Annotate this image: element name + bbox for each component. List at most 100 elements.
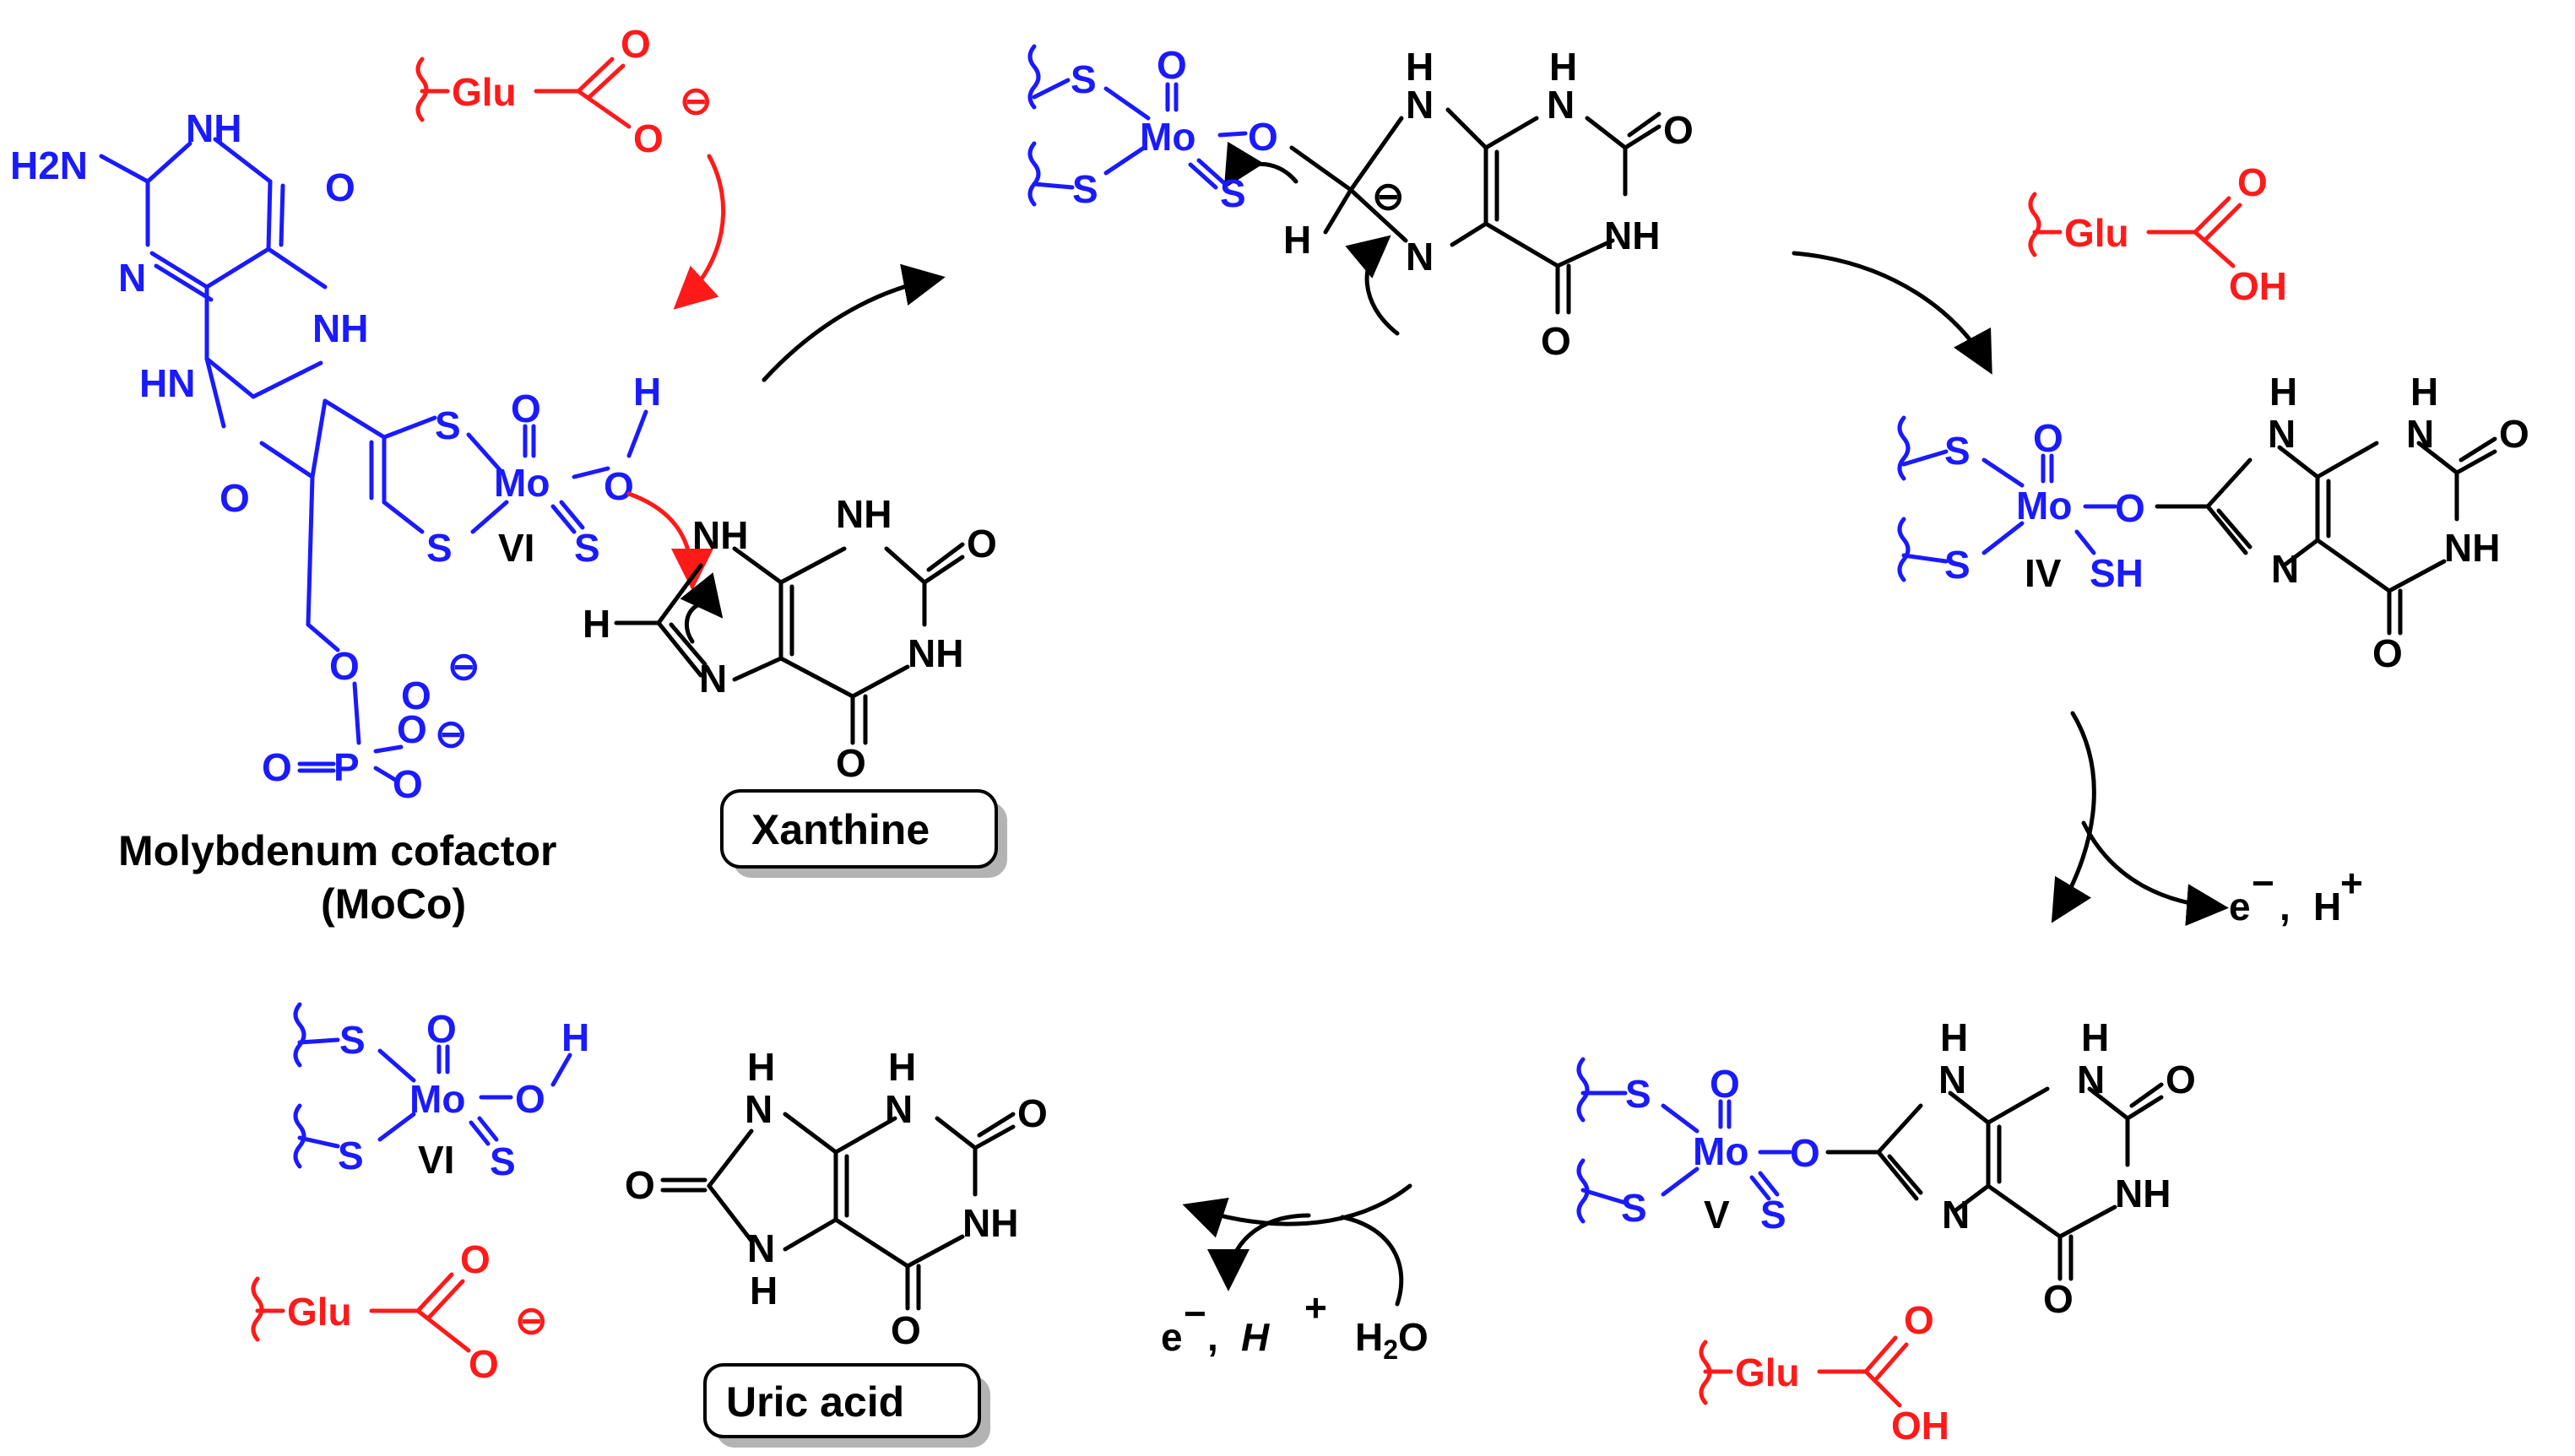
- atom-label: O: [1904, 1298, 1934, 1342]
- glutamic-acid-top-right: [2028, 192, 2242, 268]
- molybdenum-atom: Mo: [1693, 1129, 1748, 1173]
- atom-label: O: [426, 1007, 457, 1051]
- atom-label: O: [262, 745, 292, 789]
- atom-label: NH: [1604, 214, 1660, 257]
- atom-label: O: [836, 741, 866, 785]
- atom-label: O: [1017, 1091, 1048, 1135]
- atom-label: O: [393, 762, 423, 806]
- atom-label: O: [2033, 416, 2063, 460]
- atom-label: HN: [139, 361, 195, 405]
- negative-charge: ⊖: [447, 644, 480, 688]
- proton-label: H: [2313, 885, 2341, 928]
- atom-label: O: [401, 674, 431, 717]
- molybdenum-atom: Mo: [494, 461, 550, 505]
- mo-v-intermediate-structure: [1576, 1057, 2164, 1281]
- atom-label: NH: [962, 1201, 1018, 1245]
- atom-label: O: [460, 1237, 491, 1281]
- atom-label: O: [515, 1077, 545, 1121]
- atom-label: H: [888, 1045, 916, 1089]
- atom-label: O: [397, 707, 427, 751]
- atom-label: O: [329, 644, 360, 688]
- molybdenum-atom: Mo: [2016, 484, 2072, 528]
- atom-label: S: [1944, 543, 1971, 587]
- oxidation-state-label: IV: [2025, 551, 2062, 595]
- xanthine-label: Xanthine: [751, 806, 930, 853]
- atom-label: H: [1406, 45, 1434, 89]
- atom-label: O: [1541, 319, 1571, 363]
- molybdenum-cofactor-structure: [99, 137, 648, 783]
- atom-label: H: [1549, 45, 1577, 89]
- atom-label: OH: [2229, 264, 2287, 308]
- atom-label: O: [967, 522, 997, 566]
- proton-electron-release-arrow: [2081, 820, 2229, 927]
- comma: ,: [1207, 1315, 1218, 1359]
- comma: ,: [2280, 885, 2290, 928]
- superscript-minus: −: [1184, 1291, 1206, 1335]
- atom-label: S: [1625, 1072, 1651, 1116]
- xanthine-label-box: [720, 789, 998, 869]
- atom-label: H: [2410, 370, 2438, 414]
- atom-label: SH: [2090, 551, 2144, 595]
- atom-label: N: [118, 256, 146, 300]
- atom-label: NH: [836, 492, 892, 536]
- superscript-plus: +: [2340, 861, 2363, 905]
- atom-label: S: [1760, 1193, 1786, 1237]
- atom-label: S: [1944, 429, 1971, 473]
- atom-label: O: [220, 476, 250, 520]
- xanthine-structure: [614, 542, 965, 745]
- negative-charge: ⊖: [680, 78, 713, 122]
- oxidation-state-label: VI: [498, 526, 534, 570]
- atom-label: N: [2077, 1058, 2105, 1101]
- atom-label: N: [747, 1226, 775, 1270]
- negative-charge: ⊖: [435, 712, 468, 755]
- atom-label: O: [2166, 1058, 2196, 1101]
- atom-label: N: [699, 657, 727, 701]
- atom-label: O: [1663, 108, 1694, 152]
- atom-label: N: [2268, 412, 2296, 456]
- molybdenum-atom: Mo: [409, 1077, 465, 1121]
- uric-acid-label: Uric acid: [726, 1378, 904, 1426]
- glutamic-acid-bottom-right: [1699, 1335, 1909, 1408]
- atom-label: H2N: [10, 143, 88, 187]
- atom-label: S: [1071, 57, 1097, 101]
- cycle-arrow-right-down: [2051, 711, 2096, 923]
- atom-label: NH: [2444, 526, 2500, 570]
- atom-label: O: [1790, 1131, 1820, 1175]
- atom-label: O: [621, 22, 651, 66]
- atom-label: NH: [908, 631, 963, 675]
- atom-label: O: [1157, 43, 1187, 87]
- atom-label: S: [339, 1018, 366, 1062]
- negative-charge: ⊖: [1372, 174, 1405, 218]
- glutamate-carboxylate-bottom: [251, 1272, 471, 1353]
- oxidation-state-label: VI: [418, 1138, 454, 1182]
- atom-label: S: [1072, 167, 1098, 211]
- atom-label: O: [1710, 1062, 1740, 1106]
- atom-label: N: [2406, 412, 2434, 456]
- atom-label: H: [747, 1045, 775, 1089]
- atom-label: O: [2237, 160, 2268, 204]
- atom-label: H: [1283, 218, 1311, 262]
- atom-label: O: [2115, 486, 2145, 530]
- atom-label: O: [469, 1342, 499, 1386]
- atom-label: NH: [186, 106, 241, 150]
- atom-label: O: [2372, 631, 2403, 675]
- mo-iv-intermediate-structure: [1897, 415, 2497, 636]
- water-label: H2O: [1355, 1315, 1428, 1365]
- atom-label: O: [2499, 412, 2529, 456]
- water-entry-arrow: [1340, 1215, 1404, 1307]
- atom-label: N: [1547, 83, 1575, 127]
- atom-label: H: [750, 1269, 778, 1313]
- atom-label: O: [511, 387, 541, 430]
- oxidation-state-label: V: [1704, 1193, 1730, 1237]
- atom-label: O: [604, 464, 634, 508]
- atom-label: S: [1220, 171, 1246, 215]
- atom-label: N: [1406, 235, 1434, 279]
- uric-acid-label-box: [703, 1363, 981, 1438]
- atom-label: P: [333, 745, 360, 789]
- atom-label: H: [583, 602, 610, 646]
- glutamate-carboxylate-top: [415, 57, 725, 310]
- atom-label: H: [561, 1015, 589, 1059]
- atom-label: O: [633, 116, 664, 160]
- atom-label: O: [891, 1308, 921, 1352]
- plus-sign: +: [1304, 1286, 1327, 1329]
